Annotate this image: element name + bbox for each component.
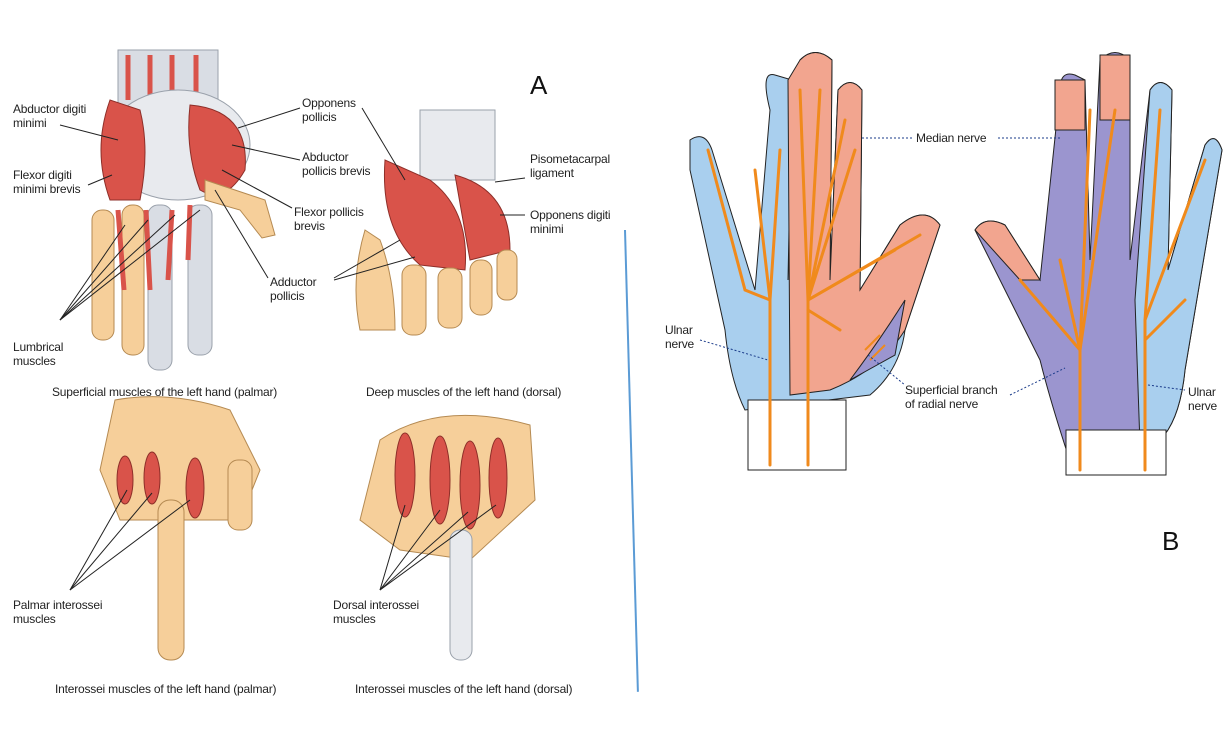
label-lumbrical-muscles: Lumbrical muscles xyxy=(13,340,63,368)
label-ulnar-nerve-right: Ulnar nerve xyxy=(1188,385,1217,413)
label-ulnar-nerve-left: Ulnar nerve xyxy=(665,323,694,351)
panel-a-letter: A xyxy=(530,72,547,98)
palmar-hand-nerves xyxy=(690,53,940,471)
caption-interossei-palmar: Interossei muscles of the left hand (pal… xyxy=(55,682,276,696)
label-flexor-digiti-minimi-brevis: Flexor digiti minimi brevis xyxy=(13,168,80,196)
label-flexor-pollicis-brevis: Flexor pollicis brevis xyxy=(294,205,364,233)
panel-b-letter: B xyxy=(1162,528,1179,554)
label-pisometacarpal-ligament: Pisometacarpal ligament xyxy=(530,152,610,180)
label-abductor-digiti-minimi: Abductor digiti minimi xyxy=(13,102,86,130)
deep-dorsal-hand xyxy=(356,110,517,335)
label-adductor-pollicis: Adductor pollicis xyxy=(270,275,316,303)
label-opponens-pollicis: Opponens pollicis xyxy=(302,96,356,124)
label-superficial-branch-radial-nerve: Superficial branch of radial nerve xyxy=(905,383,997,411)
superficial-palmar-hand xyxy=(92,50,275,370)
label-opponens-digiti-minimi: Opponens digiti minimi xyxy=(530,208,610,236)
label-palmar-interossei: Palmar interossei muscles xyxy=(13,598,102,626)
label-dorsal-interossei: Dorsal interossei muscles xyxy=(333,598,419,626)
label-abductor-pollicis-brevis: Abductor pollicis brevis xyxy=(302,150,370,178)
caption-superficial-palmar: Superficial muscles of the left hand (pa… xyxy=(52,385,277,399)
dorsal-hand-nerves xyxy=(975,53,1222,476)
interossei-palmar-hand xyxy=(100,397,260,660)
caption-deep-dorsal: Deep muscles of the left hand (dorsal) xyxy=(366,385,561,399)
label-median-nerve: Median nerve xyxy=(916,131,986,145)
caption-interossei-dorsal: Interossei muscles of the left hand (dor… xyxy=(355,682,572,696)
